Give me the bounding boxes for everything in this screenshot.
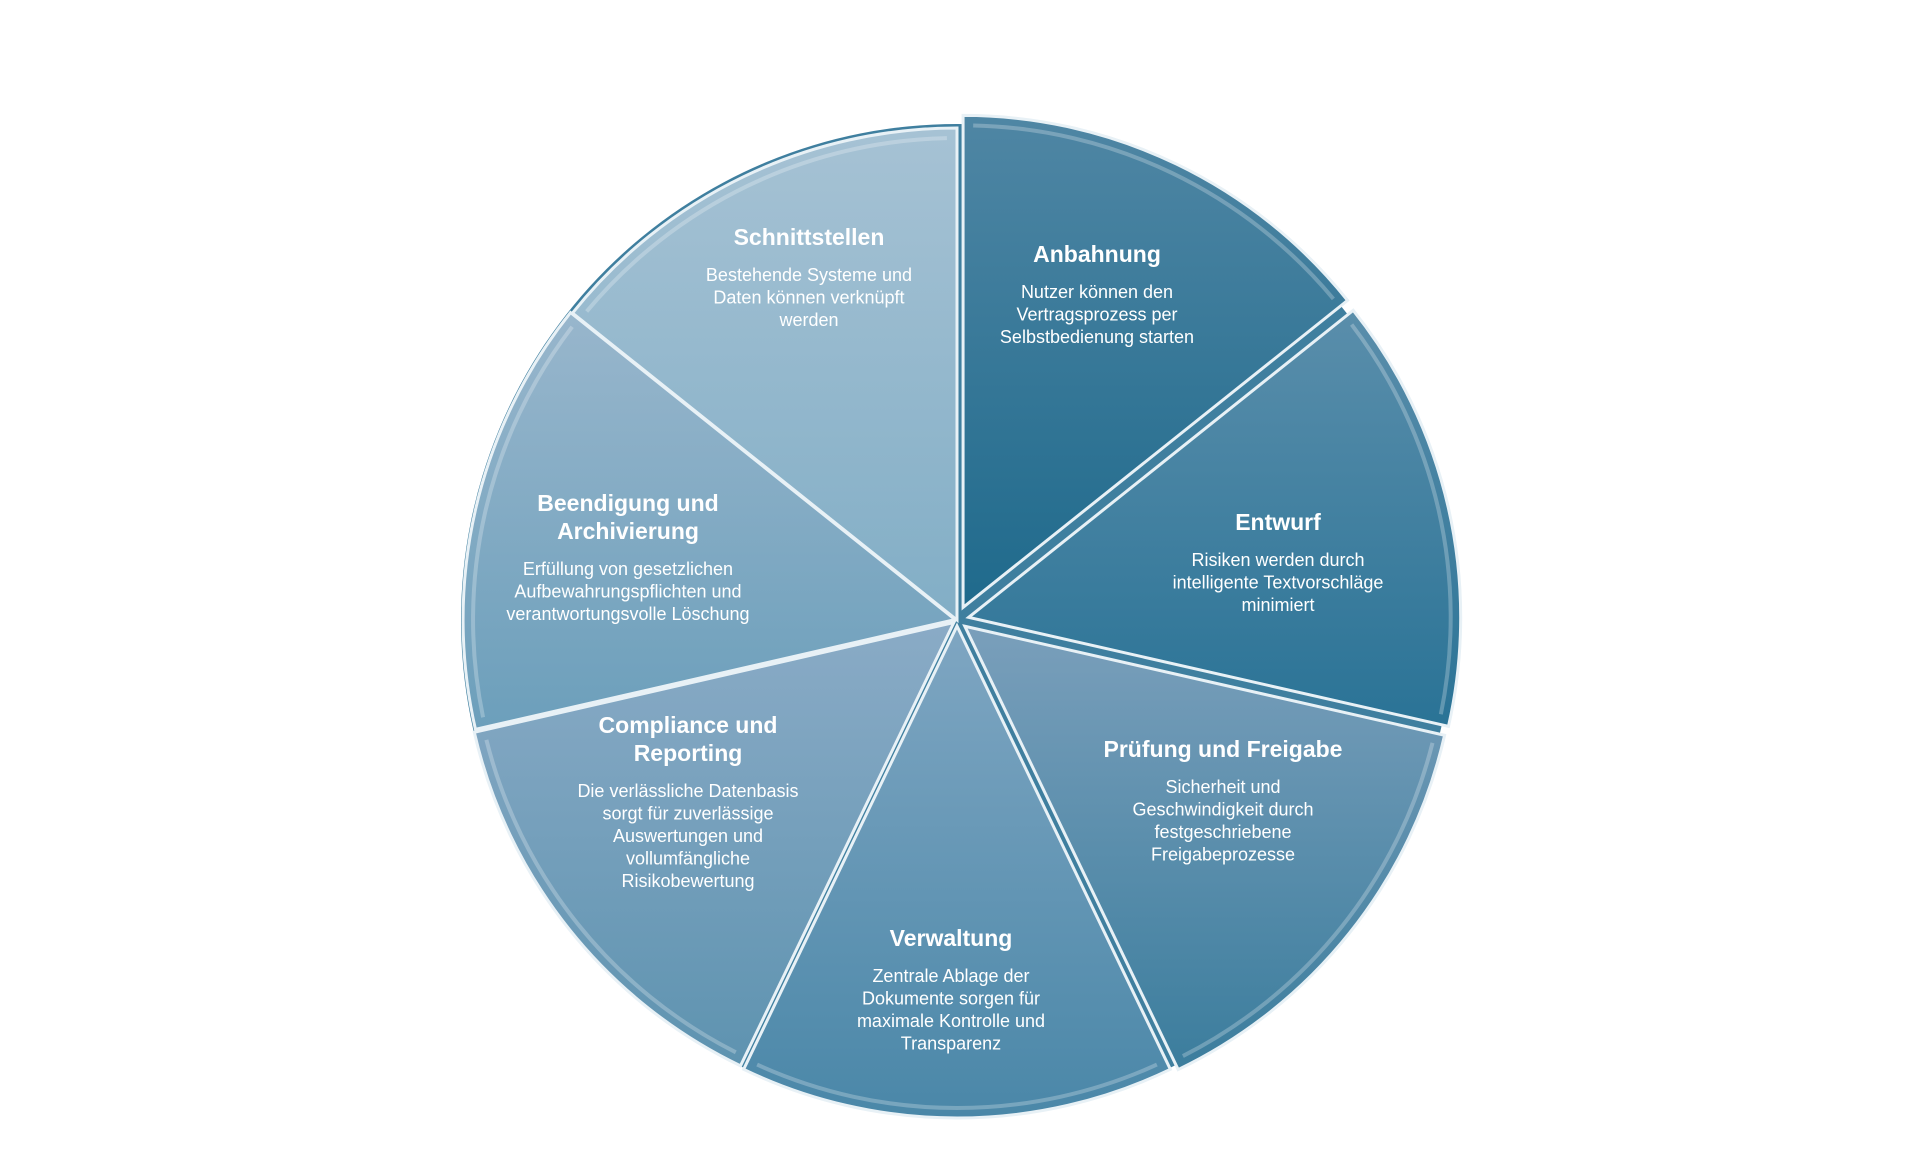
segment-title-pruefung: Prüfung und Freigabe: [1104, 736, 1343, 762]
segment-text-verwaltung: Zentrale Ablage der: [872, 966, 1029, 986]
segment-text-compliance: Risikobewertung: [621, 871, 754, 891]
segment-text-schnittstellen: Bestehende Systeme und: [706, 265, 912, 285]
segment-bevel-beendigung: [471, 325, 574, 718]
segment-text-entwurf: Risiken werden durch: [1191, 550, 1364, 570]
segment-text-beendigung: verantwortungsvolle Löschung: [506, 604, 749, 624]
segment-bevel-entwurf: [1350, 323, 1453, 715]
segment-text-schnittstellen: Daten können verknüpft: [713, 288, 904, 308]
segment-text-pruefung: Freigabeprozesse: [1151, 845, 1295, 865]
segment-title-schnittstellen: Schnittstellen: [734, 224, 885, 250]
segment-text-anbahnung: Vertragsprozess per: [1016, 305, 1177, 325]
segment-text-verwaltung: Transparenz: [901, 1034, 1001, 1054]
segment-anbahnung: [961, 113, 1350, 611]
segment-text-compliance: Die verlässliche Datenbasis: [577, 781, 798, 801]
segment-text-pruefung: Geschwindigkeit durch: [1132, 800, 1313, 820]
segment-text-compliance: vollumfängliche: [626, 849, 750, 869]
segment-text-beendigung: Aufbewahrungspflichten und: [514, 582, 741, 602]
segment-bevel-anbahnung: [973, 123, 1335, 301]
segment-pruefung: [962, 624, 1447, 1072]
segment-title-verwaltung: Verwaltung: [890, 925, 1013, 951]
segment-text-beendigung: Erfüllung von gesetzlichen: [523, 559, 733, 579]
segment-bevel-pruefung: [1181, 742, 1435, 1058]
segment-entwurf: [965, 308, 1463, 729]
segment-title-compliance: Compliance und: [599, 712, 778, 738]
segment-bevel-schnittstellen: [585, 136, 947, 313]
segment-title-entwurf: Entwurf: [1235, 509, 1321, 535]
segment-text-entwurf: intelligente Textvorschläge: [1173, 573, 1384, 593]
segment-text-verwaltung: maximale Kontrolle und: [857, 1011, 1045, 1031]
segment-title-beendigung: Beendigung und: [537, 490, 718, 516]
segment-text-verwaltung: Dokumente sorgen für: [862, 989, 1040, 1009]
segment-text-entwurf: minimiert: [1241, 595, 1314, 615]
segment-text-compliance: sorgt für zuverlässige: [602, 804, 773, 824]
segment-text-anbahnung: Nutzer können den: [1021, 282, 1173, 302]
segment-text-schnittstellen: werden: [778, 310, 838, 330]
segment-title-compliance: Reporting: [634, 740, 743, 766]
segment-text-anbahnung: Selbstbedienung starten: [1000, 327, 1194, 347]
segment-title-beendigung: Archivierung: [557, 518, 699, 544]
segment-bevel-compliance: [484, 739, 737, 1055]
segment-bevel-verwaltung: [756, 1062, 1158, 1110]
segment-schnittstellen: [570, 126, 959, 624]
segment-verwaltung: [741, 622, 1173, 1120]
segment-beendigung: [461, 310, 959, 732]
segment-compliance: [472, 620, 957, 1068]
segment-text-pruefung: festgeschriebene: [1154, 822, 1291, 842]
segment-title-anbahnung: Anbahnung: [1033, 241, 1161, 267]
segment-text-compliance: Auswertungen und: [613, 826, 763, 846]
segment-text-pruefung: Sicherheit und: [1165, 777, 1280, 797]
